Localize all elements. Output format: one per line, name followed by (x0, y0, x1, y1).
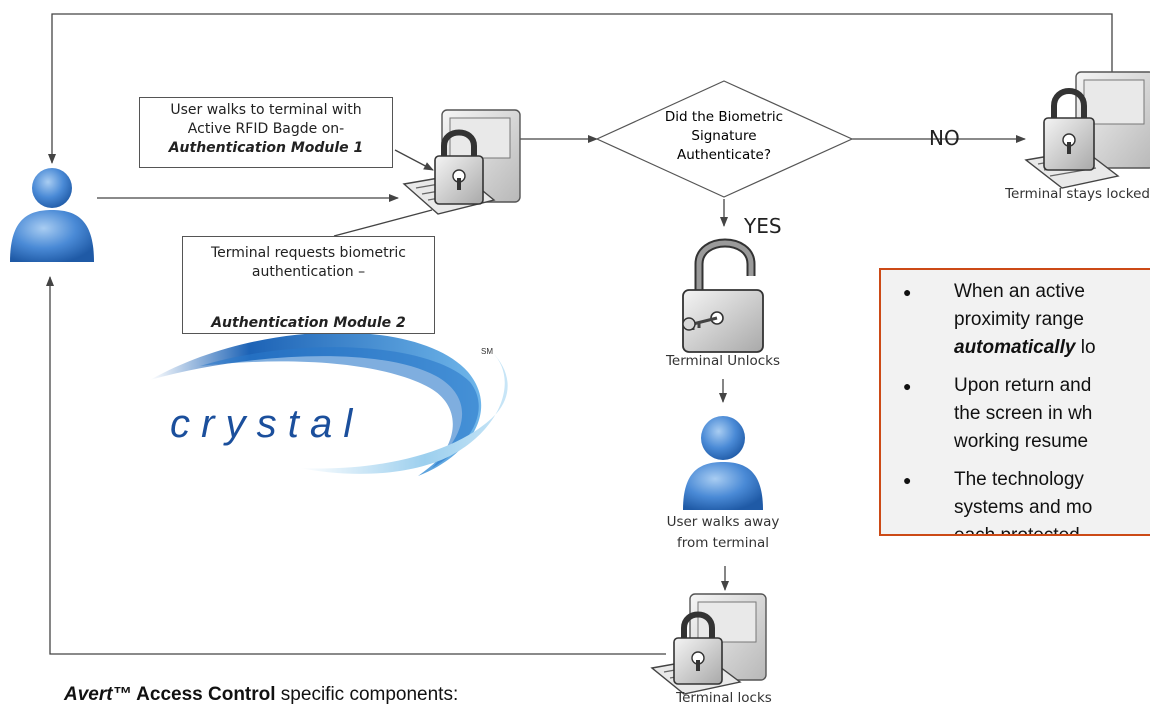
user-icon-walks-away (683, 416, 763, 510)
module1-line1: User walks to terminal with (170, 102, 362, 118)
module2-line3: Authentication Module 2 (211, 315, 406, 331)
bullet-icon: ● (903, 472, 912, 488)
product-name: Access Control (131, 684, 276, 705)
bullet-icon: ● (903, 378, 912, 394)
no-label: NO (929, 126, 960, 150)
bullet-icon: ● (903, 284, 912, 300)
caption-walks-away-2: from terminal (676, 535, 770, 551)
decision-diamond: Did the Biometric Signature Authenticate… (595, 80, 854, 198)
caption-walks-away-1: User walks away (666, 514, 780, 530)
decision-text-3: Authenticate? (677, 147, 771, 163)
yes-label: YES (744, 214, 782, 238)
crystal-logo-text: c r y s t a l (170, 402, 353, 446)
connectors (97, 135, 1026, 591)
info-list: ● When an active proximity range automat… (881, 270, 1150, 534)
module2-line2: authentication – (251, 264, 366, 280)
terminal-lock-icon-right (1024, 71, 1150, 189)
info-item-3: ● The technology systems and mo each pro… (881, 466, 1150, 534)
caption-terminal-locks: Terminal locks (676, 690, 772, 706)
brand-name: Avert™ (64, 684, 132, 705)
padlock-open-icon (682, 238, 764, 353)
info-item-2: ● Upon return and the screen in wh worki… (881, 372, 1150, 456)
crystal-logo: c r y s t a l SM (150, 332, 508, 476)
info-panel: ● When an active proximity range automat… (879, 268, 1150, 536)
loop-bottom-line (46, 276, 666, 655)
caption-terminal-unlocks: Terminal Unlocks (665, 353, 781, 369)
module1-line3: Authentication Module 1 (168, 140, 364, 156)
loop-top-line (48, 13, 1113, 164)
info-item-1: ● When an active proximity range automat… (881, 278, 1150, 362)
module1-line2: Active RFID Bagde on- (187, 121, 345, 137)
authentication-module-2-box: Terminal requests biometric authenticati… (182, 236, 435, 334)
decision-text-1: Did the Biometric (665, 109, 783, 125)
module2-line1: Terminal requests biometric (210, 245, 406, 261)
crystal-logo-mark: SM (481, 347, 493, 356)
components-heading: Avert™ Access Control specific component… (64, 684, 458, 706)
user-icon-left (10, 168, 94, 262)
components-heading-rest: specific components: (275, 684, 459, 705)
caption-terminal-stays-locked: Terminal stays locked (1005, 186, 1150, 202)
decision-text-2: Signature (691, 128, 756, 144)
authentication-module-1-box: User walks to terminal with Active RFID … (139, 97, 393, 168)
terminal-lock-icon-top (402, 109, 521, 215)
terminal-lock-icon-bottom (650, 593, 767, 695)
